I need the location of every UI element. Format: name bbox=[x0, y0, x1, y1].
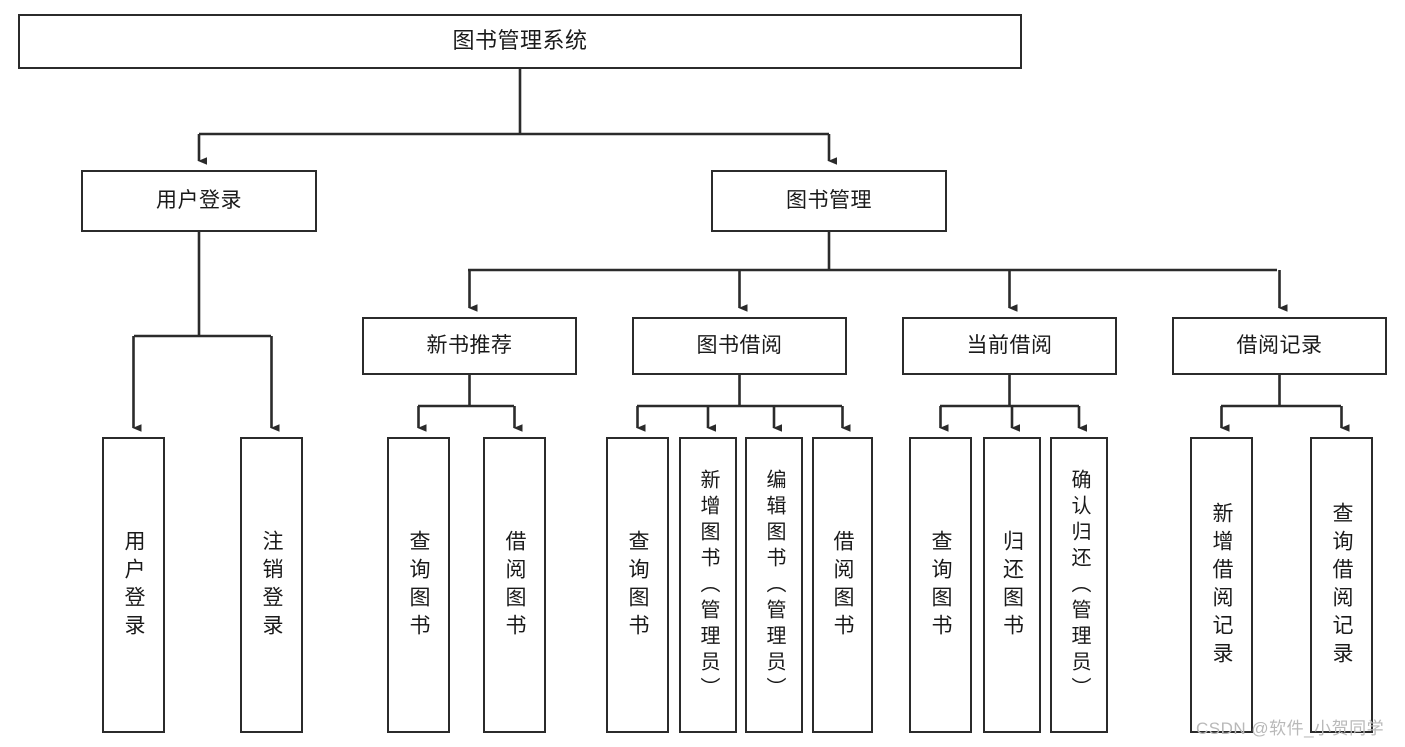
node-leaf-user-login[interactable]: 用户登录 bbox=[102, 437, 165, 733]
node-label: 新增图书（管理员） bbox=[697, 469, 719, 703]
node-leaf-cur-query[interactable]: 查询图书 bbox=[909, 437, 972, 733]
node-label: 归还图书 bbox=[1000, 530, 1024, 642]
node-leaf-br-borrow[interactable]: 借阅图书 bbox=[812, 437, 873, 733]
node-label: 新书推荐 bbox=[426, 334, 513, 358]
node-label: 借阅图书 bbox=[831, 530, 854, 642]
node-label: 编辑图书（管理员） bbox=[763, 469, 785, 703]
node-label: 确认归还（管理员） bbox=[1068, 469, 1090, 703]
node-newbook[interactable]: 新书推荐 bbox=[362, 317, 577, 375]
node-label: 查询图书 bbox=[626, 530, 649, 642]
node-leaf-cur-confirm[interactable]: 确认归还（管理员） bbox=[1050, 437, 1108, 733]
node-leaf-br-query[interactable]: 查询图书 bbox=[606, 437, 669, 733]
node-leaf-rec-query[interactable]: 查询借阅记录 bbox=[1310, 437, 1373, 733]
node-leaf-br-edit[interactable]: 编辑图书（管理员） bbox=[745, 437, 803, 733]
node-label: 注销登录 bbox=[260, 530, 283, 642]
node-label: 查询图书 bbox=[929, 530, 952, 642]
csdn-watermark: CSDN @软件_小贺同学 bbox=[1196, 719, 1385, 738]
node-label: 用户登录 bbox=[122, 530, 145, 642]
node-label: 图书管理 bbox=[786, 189, 872, 213]
node-leaf-new-query[interactable]: 查询图书 bbox=[387, 437, 450, 733]
node-leaf-rec-add[interactable]: 新增借阅记录 bbox=[1190, 437, 1253, 733]
node-root[interactable]: 图书管理系统 bbox=[18, 14, 1022, 69]
node-login[interactable]: 用户登录 bbox=[81, 170, 317, 232]
node-label: 查询借阅记录 bbox=[1330, 502, 1353, 670]
node-label: 用户登录 bbox=[156, 189, 242, 213]
node-current[interactable]: 当前借阅 bbox=[902, 317, 1117, 375]
node-label: 借阅图书 bbox=[503, 530, 526, 642]
node-borrow[interactable]: 图书借阅 bbox=[632, 317, 847, 375]
node-label: 借阅记录 bbox=[1236, 334, 1323, 358]
node-leaf-new-borrow[interactable]: 借阅图书 bbox=[483, 437, 546, 733]
node-label: 查询图书 bbox=[407, 530, 430, 642]
node-leaf-user-logout[interactable]: 注销登录 bbox=[240, 437, 303, 733]
node-bookmgmt[interactable]: 图书管理 bbox=[711, 170, 947, 232]
node-leaf-br-add[interactable]: 新增图书（管理员） bbox=[679, 437, 737, 733]
node-label: 图书借阅 bbox=[696, 334, 783, 358]
node-records[interactable]: 借阅记录 bbox=[1172, 317, 1387, 375]
node-leaf-cur-return[interactable]: 归还图书 bbox=[983, 437, 1041, 733]
node-label: 当前借阅 bbox=[966, 334, 1053, 358]
node-label: 新增借阅记录 bbox=[1210, 502, 1233, 670]
node-label: 图书管理系统 bbox=[452, 28, 588, 54]
